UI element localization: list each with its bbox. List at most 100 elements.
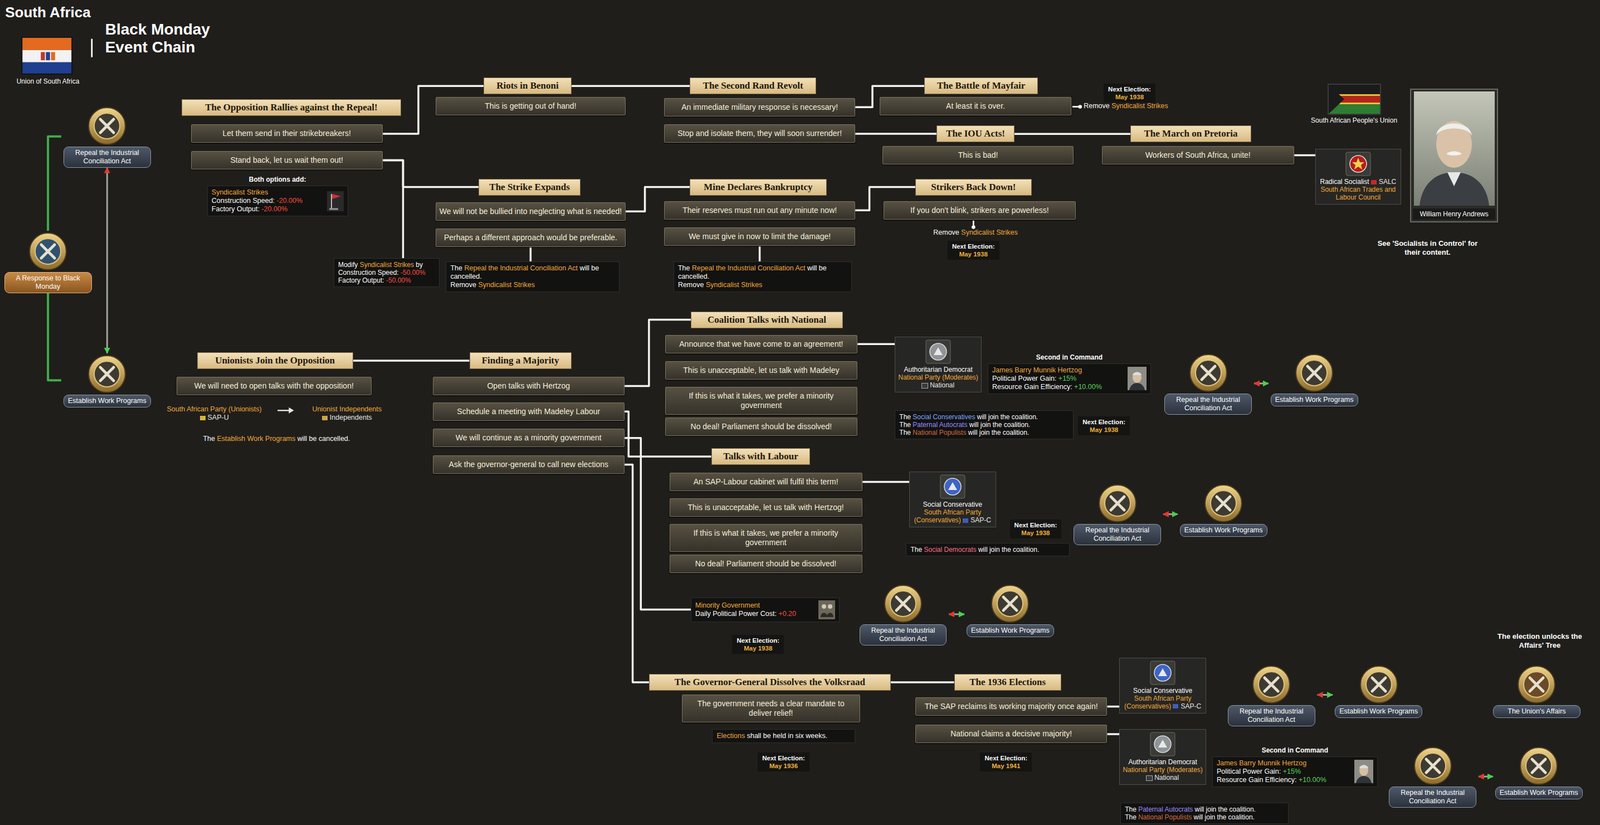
focus-node: A Response to Black Monday bbox=[2, 230, 95, 294]
option-text: We will continue as a minority governmen… bbox=[436, 432, 622, 443]
leader-dot bbox=[971, 225, 976, 229]
decoration bbox=[327, 191, 344, 212]
event-option: An immediate military response is necess… bbox=[664, 98, 856, 117]
decoration bbox=[1099, 484, 1136, 522]
text: Black Monday Event Chain bbox=[105, 20, 211, 56]
text: Resource Gain Efficiency: bbox=[992, 382, 1073, 391]
text-line: Unionist Independents bbox=[295, 405, 398, 414]
leader-portrait: William Henry Andrews bbox=[1410, 88, 1499, 223]
effect-heading: Second in Command bbox=[987, 353, 1151, 362]
decoration bbox=[1529, 677, 1544, 691]
event-option: Open talks with Hertzog bbox=[432, 376, 625, 395]
election-box: Next Election:May 1938 bbox=[1103, 83, 1156, 103]
event-option: If this is what it takes, we prefer a mi… bbox=[669, 523, 863, 552]
decoration bbox=[1145, 660, 1180, 685]
event-option: This is unacceptable, let us talk with M… bbox=[665, 361, 857, 380]
text: Establish Work Programs bbox=[1184, 525, 1263, 534]
text: SALC bbox=[1371, 177, 1397, 186]
event-option: No deal! Parliament should be dissolved! bbox=[669, 554, 863, 573]
label-group: See 'Socialists in Control' for their co… bbox=[1371, 238, 1484, 257]
text: Remove bbox=[677, 280, 705, 289]
text-line: If this is what it takes, we prefer a mi… bbox=[668, 391, 854, 411]
focus-node: Establish Work Programs bbox=[61, 353, 154, 408]
event-option: Schedule a meeting with Madeley Labour bbox=[432, 402, 625, 421]
effect-box: The Repeal the Industrial Conciliation A… bbox=[445, 261, 619, 292]
event-option: Ask the governor-general to call new ele… bbox=[432, 455, 625, 474]
text-line: Repeal the Industrial Conciliation Act bbox=[1077, 525, 1158, 543]
text-line: Establish Work Programs bbox=[970, 626, 1051, 635]
connector bbox=[353, 359, 470, 362]
text: Open talks with Hertzog bbox=[486, 381, 570, 390]
text-line: The Repeal the Industrial Conciliation A… bbox=[450, 264, 615, 281]
text-line: The Repeal the Industrial Conciliation A… bbox=[677, 264, 848, 281]
text-line: The National Populists will join the coa… bbox=[1124, 812, 1285, 821]
text: Second in Command bbox=[1261, 745, 1329, 754]
effect-box: The Repeal the Industrial Conciliation A… bbox=[673, 261, 853, 292]
event-title: Coalition Talks with National bbox=[690, 311, 843, 329]
decoration bbox=[890, 590, 916, 617]
text: The bbox=[899, 412, 911, 421]
text: The bbox=[899, 428, 911, 437]
flag-band bbox=[22, 37, 72, 51]
text: Workers of South Africa, unite! bbox=[1145, 150, 1251, 160]
decoration bbox=[1003, 596, 1017, 611]
decoration bbox=[1360, 665, 1398, 703]
text-line: Modify Syndicalist Strikes by bbox=[338, 260, 436, 269]
effect-lines: Minority GovernmentDaily Political Power… bbox=[695, 601, 816, 618]
effect-heading: Both options add: bbox=[207, 175, 349, 184]
label-group: Remove Syndicalist Strikes bbox=[922, 228, 1029, 237]
event-option: We will not be bullied into neglecting w… bbox=[435, 202, 626, 221]
focus-plaque: Repeal the Industrial Conciliation Act bbox=[1164, 393, 1252, 415]
label-group: Union of South Africa bbox=[2, 77, 95, 86]
text: Repeal the Industrial Conciliation Act bbox=[75, 148, 140, 165]
text: Resource Gain Efficiency: bbox=[1216, 775, 1297, 784]
decoration bbox=[818, 600, 836, 619]
text: Repeal the Industrial Conciliation Act bbox=[871, 626, 936, 643]
decoration bbox=[1201, 482, 1246, 524]
text-line: A Response to Black Monday bbox=[8, 274, 89, 291]
decoration bbox=[997, 590, 1023, 617]
option-text: Open talks with Hertzog bbox=[436, 381, 622, 391]
decoration bbox=[41, 244, 55, 258]
text-line: Establish Work Programs bbox=[1338, 706, 1419, 716]
text: Establish Work Programs bbox=[1275, 395, 1354, 404]
focus-plaque: Repeal the Industrial Conciliation Act bbox=[859, 623, 948, 646]
decoration bbox=[1132, 372, 1142, 375]
option-text: We will need to open talks with the oppo… bbox=[179, 381, 369, 391]
decoration bbox=[1307, 366, 1321, 380]
connector bbox=[47, 293, 62, 380]
event-option: If this is what it takes, we prefer a mi… bbox=[665, 386, 857, 415]
connector bbox=[571, 84, 691, 87]
option-text: Schedule a meeting with Madeley Labour bbox=[436, 406, 622, 417]
text-line: Unionists Join the Opposition bbox=[204, 354, 346, 367]
text: The Opposition Rallies against the Repea… bbox=[205, 101, 378, 113]
decoration bbox=[1216, 496, 1231, 510]
effect-lines: Modify Syndicalist Strikes byConstructio… bbox=[338, 260, 436, 285]
decoration bbox=[1291, 352, 1337, 394]
focus-icon bbox=[857, 582, 950, 624]
connector bbox=[862, 480, 910, 484]
text: +0.20 bbox=[778, 609, 797, 618]
flag-band bbox=[22, 50, 72, 63]
text: will join the coalition. bbox=[968, 428, 1029, 437]
decoration bbox=[88, 107, 126, 145]
option-text: This is unacceptable, let us talk with H… bbox=[672, 502, 860, 512]
option-text: This is getting out of hand! bbox=[438, 101, 623, 111]
effect-box: Second in CommandJames Barry Munnik Hert… bbox=[987, 353, 1151, 394]
text-line: Elections shall be held in six weeks. bbox=[716, 731, 851, 740]
flag-image bbox=[1298, 83, 1411, 117]
decoration bbox=[820, 612, 834, 617]
party-box: Radical Socialist SALCSouth African Trad… bbox=[1315, 148, 1402, 205]
text: Syndicalist Strikes bbox=[705, 280, 763, 289]
party-icon bbox=[1121, 731, 1204, 758]
event-option: This is bad! bbox=[882, 145, 1074, 165]
text-line: We must give in now to limit the damage! bbox=[667, 231, 852, 242]
event-option: No deal! Parliament should be dissolved! bbox=[665, 417, 857, 436]
text: +15% bbox=[1283, 767, 1301, 775]
effect-body: The Paternal Autocrats will join the coa… bbox=[1120, 802, 1289, 824]
decoration bbox=[1328, 84, 1345, 114]
event-option: The government needs a clear mandate to … bbox=[681, 694, 861, 723]
connector bbox=[758, 246, 762, 262]
text: Next Election: bbox=[1108, 85, 1151, 93]
text: Stop and isolate them, they will soon su… bbox=[677, 128, 842, 138]
